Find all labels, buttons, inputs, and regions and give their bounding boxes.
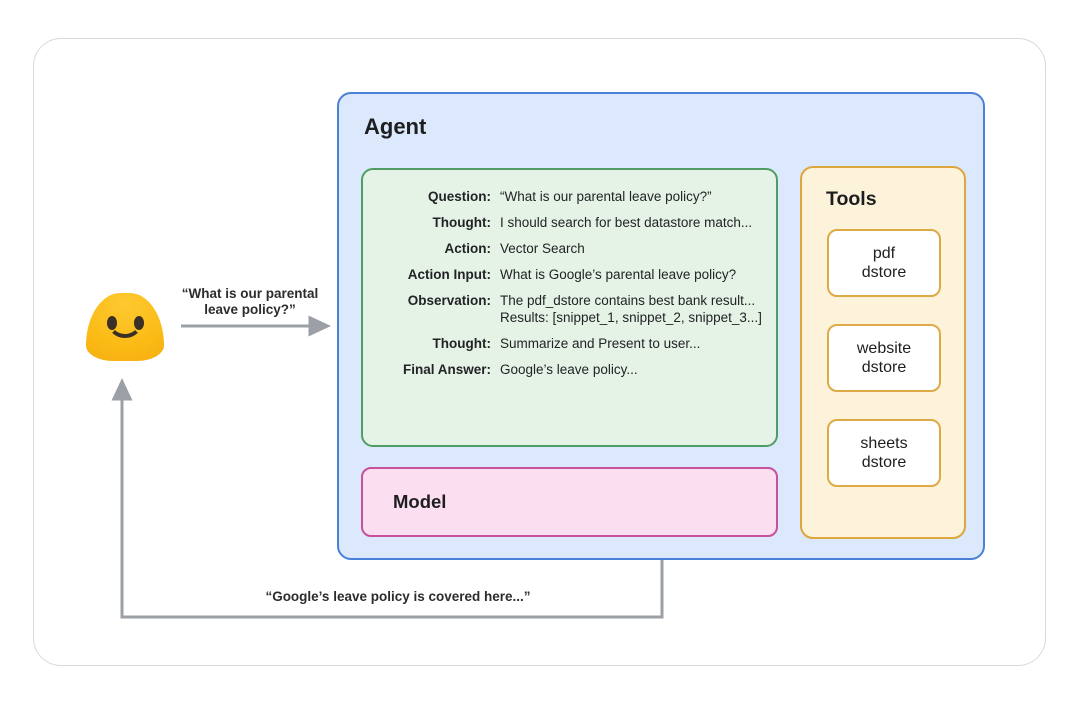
user-question-text: “What is our parental leave policy?” — [168, 286, 332, 318]
tool-sheets-dstore: sheets dstore — [827, 419, 941, 487]
user-question-line1: “What is our parental — [181, 286, 319, 301]
trace-value: Google’s leave policy... — [500, 362, 638, 377]
trace-value: Summarize and Present to user... — [500, 336, 701, 351]
trace-row-action: Action: Vector Search — [373, 240, 764, 257]
emoji-smile — [107, 304, 143, 338]
user-emoji-icon — [86, 293, 164, 361]
tool-label-line2: dstore — [861, 454, 907, 471]
tool-label-line1: sheets — [860, 435, 908, 452]
trace-value: Vector Search — [500, 241, 585, 256]
trace-label: Thought: — [432, 336, 491, 351]
tool-label-line2: dstore — [861, 359, 907, 376]
tools-title: Tools — [826, 188, 877, 210]
tool-pdf-dstore: pdf dstore — [827, 229, 941, 297]
trace-row-question: Question: “What is our parental leave po… — [373, 188, 764, 205]
trace-value: I should search for best datastore match… — [500, 215, 753, 230]
user-question-line2: leave policy?” — [204, 302, 296, 317]
trace-value: “What is our parental leave policy?” — [500, 189, 712, 204]
trace-row-thought-2: Thought: Summarize and Present to user..… — [373, 335, 764, 352]
tool-website-dstore: website dstore — [827, 324, 941, 392]
trace-value: The pdf_dstore contains best bank result… — [500, 292, 764, 326]
trace-label: Action: — [444, 241, 492, 256]
trace-row-action-input: Action Input: What is Google’s parental … — [373, 266, 764, 283]
trace-label: Observation: — [407, 293, 491, 308]
tools-panel: Tools pdf dstore website dstore sheets d… — [800, 166, 966, 539]
trace-row-thought-1: Thought: I should search for best datast… — [373, 214, 764, 231]
tool-label-line1: website — [856, 340, 912, 357]
model-title: Model — [393, 491, 447, 512]
trace-row-observation: Observation: The pdf_dstore contains bes… — [373, 292, 764, 326]
model-box: Model — [361, 467, 778, 537]
trace-label: Action Input: — [407, 267, 491, 282]
tool-label-line1: pdf — [872, 245, 896, 262]
trace-label: Thought: — [432, 215, 491, 230]
agent-box: Agent Question: “What is our parental le… — [337, 92, 985, 560]
trace-label: Final Answer: — [402, 362, 491, 377]
reasoning-trace-box: Question: “What is our parental leave po… — [361, 168, 778, 447]
trace-value: What is Google’s parental leave policy? — [500, 267, 737, 282]
trace-label: Question: — [428, 189, 491, 204]
observation-line2: Results: [snippet_1, snippet_2, snippet_… — [500, 310, 762, 325]
agent-title: Agent — [364, 114, 427, 139]
tool-label-line2: dstore — [861, 264, 907, 281]
trace-row-final-answer: Final Answer: Google’s leave policy... — [373, 361, 764, 378]
agent-response-text: “Google’s leave policy is covered here..… — [265, 589, 531, 604]
observation-line1: The pdf_dstore contains best bank result… — [500, 293, 756, 308]
